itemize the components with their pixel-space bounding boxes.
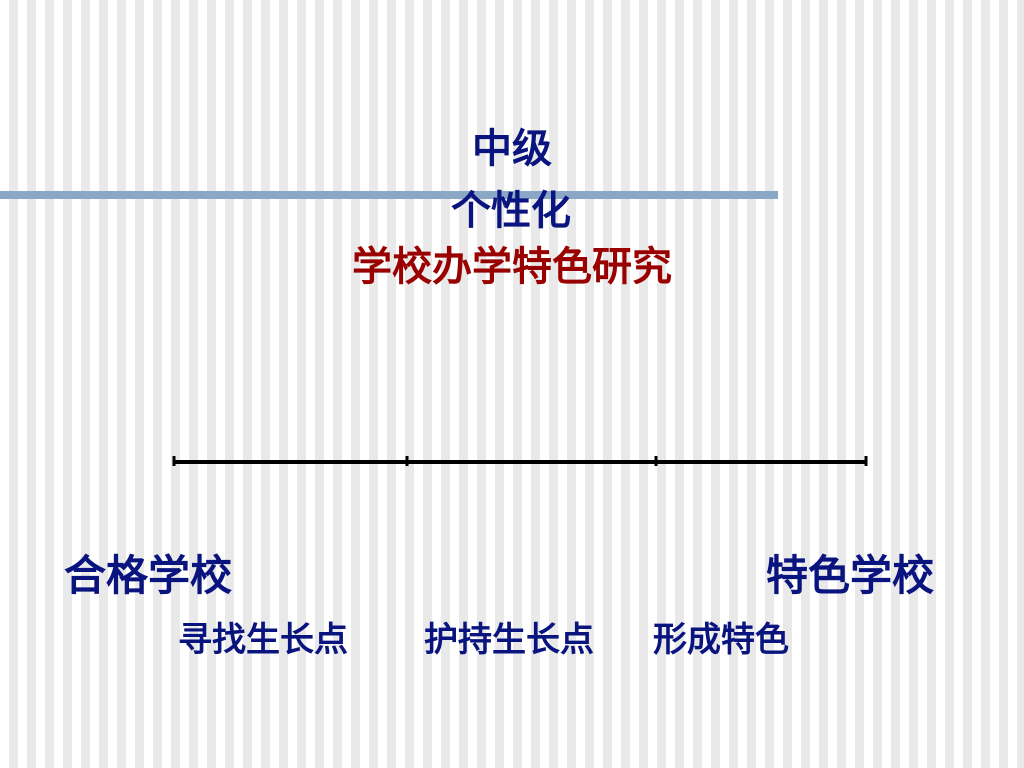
stage-1-label: 寻找生长点 (178, 620, 348, 660)
title-line-2: 个性化 (451, 188, 571, 234)
title-line-3: 学校办学特色研究 (352, 244, 672, 290)
accent-rule (0, 191, 778, 199)
timeline (170, 452, 870, 472)
right-school-label: 特色学校 (766, 551, 935, 600)
title-line-1: 中级 (472, 126, 552, 172)
timeline-graphic (172, 456, 868, 466)
left-school-label: 合格学校 (64, 551, 233, 600)
slide-title: 中级 个性化 学校办学特色研究 (0, 118, 1024, 304)
stage-2-label: 护持生长点 (424, 620, 594, 660)
stage-3-label: 形成特色 (653, 620, 789, 660)
